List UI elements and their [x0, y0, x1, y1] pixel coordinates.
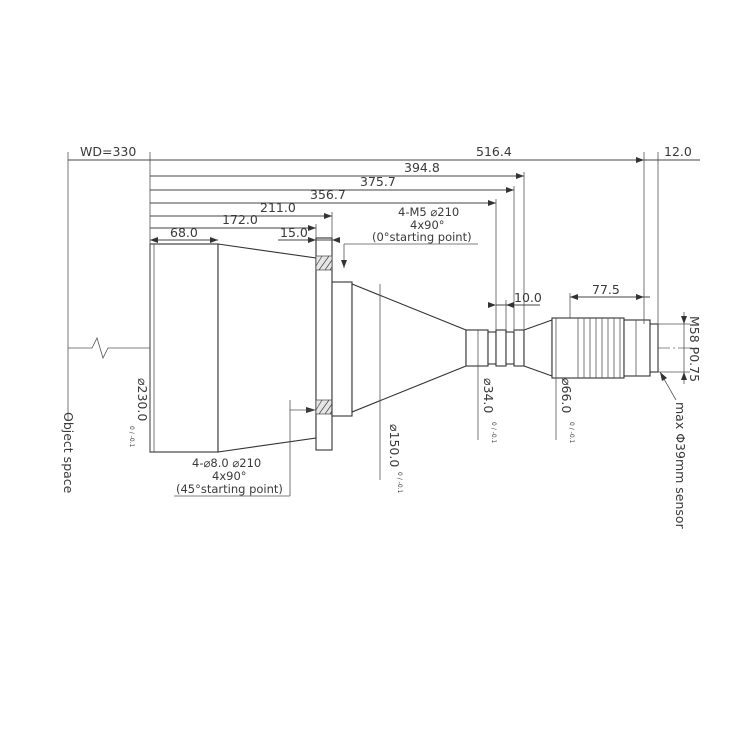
dia-150-label: ⌀150.0 — [387, 424, 402, 467]
thread-arrow-bottom — [681, 372, 687, 380]
note-top-line1: 4-M5 ⌀210 — [398, 205, 459, 219]
dim-356-label: 356.7 — [310, 187, 346, 202]
dim-10-arrow-right — [506, 302, 514, 308]
dia-230-label: ⌀230.0 — [135, 378, 150, 421]
rear-collar — [623, 319, 651, 377]
front-barrel — [149, 243, 219, 453]
waist-ring-1 — [487, 331, 497, 365]
dim-394-arrow — [516, 173, 524, 179]
dim-172-label: 172.0 — [222, 212, 258, 227]
dia-66-tol: 0 / -0.1 — [568, 422, 575, 444]
dim-77-label: 77.5 — [592, 282, 620, 297]
total-length-arrow — [636, 157, 644, 163]
dim-15-arrow-left — [308, 237, 316, 243]
note-top-line3: (0°starting point) — [372, 230, 472, 244]
rear-barrel — [551, 317, 625, 379]
thread-arrow-top — [681, 316, 687, 324]
total-length-label: 516.4 — [476, 144, 512, 159]
dia-34-label: ⌀34.0 — [481, 378, 496, 413]
front-cone — [217, 243, 317, 453]
rear-cone — [351, 283, 467, 413]
waist-ring-3 — [505, 331, 515, 365]
dim-356-arrow — [488, 200, 496, 206]
note-bottom-line3: (45°starting point) — [176, 482, 283, 496]
dim-15-label: 15.0 — [280, 225, 308, 240]
dim-68-label: 68.0 — [170, 225, 198, 240]
note-bottom-line1: 4-⌀8.0 ⌀210 — [192, 456, 261, 470]
dim-77-arrow-left — [570, 294, 578, 300]
rear-taper — [523, 319, 553, 377]
dia-66-label: ⌀66.0 — [559, 378, 574, 413]
dim-375-arrow — [506, 187, 514, 193]
back-length-label: 12.0 — [664, 144, 692, 159]
knurl-rings — [577, 318, 621, 378]
working-distance-label: WD=330 — [80, 144, 136, 159]
dia-230-tol: 0 / -0.1 — [128, 426, 135, 448]
note-top-line2: 4x90° — [410, 218, 445, 232]
dim-68-arrow-right — [210, 237, 218, 243]
dim-15-arrow-right — [332, 237, 340, 243]
dim-211-label: 211.0 — [260, 200, 296, 215]
dim-375-label: 375.7 — [360, 174, 396, 189]
sensor-label: max Φ39mm sensor — [673, 402, 688, 530]
axis-break-mark — [68, 336, 150, 360]
dim-10-arrow-left — [488, 302, 496, 308]
flange-hatch-lines-bottom — [315, 399, 333, 415]
dia-34-tol: 0 / -0.1 — [490, 422, 497, 444]
dim-211-arrow — [324, 213, 332, 219]
m58-mount — [649, 323, 659, 373]
dim-68-arrow-left — [150, 237, 158, 243]
thread-label: M58 P0.75 — [687, 316, 702, 382]
object-space-label: Object space — [61, 412, 76, 494]
dia-150-tol: 0 / -0.1 — [396, 472, 403, 494]
flange-ring — [331, 281, 353, 417]
dim-77-arrow-right — [636, 294, 644, 300]
waist-section — [465, 329, 489, 367]
waist-ring-2 — [495, 329, 507, 367]
dim-10-label: 10.0 — [514, 290, 542, 305]
dim-172-arrow — [308, 225, 316, 231]
dim-394-label: 394.8 — [404, 160, 440, 175]
waist-ring-4 — [513, 329, 525, 367]
sensor-arrow — [660, 372, 667, 381]
note-top-arrow — [341, 260, 347, 268]
flange-hatch-lines-top — [315, 255, 333, 271]
note-bottom-line2: 4x90° — [212, 469, 247, 483]
